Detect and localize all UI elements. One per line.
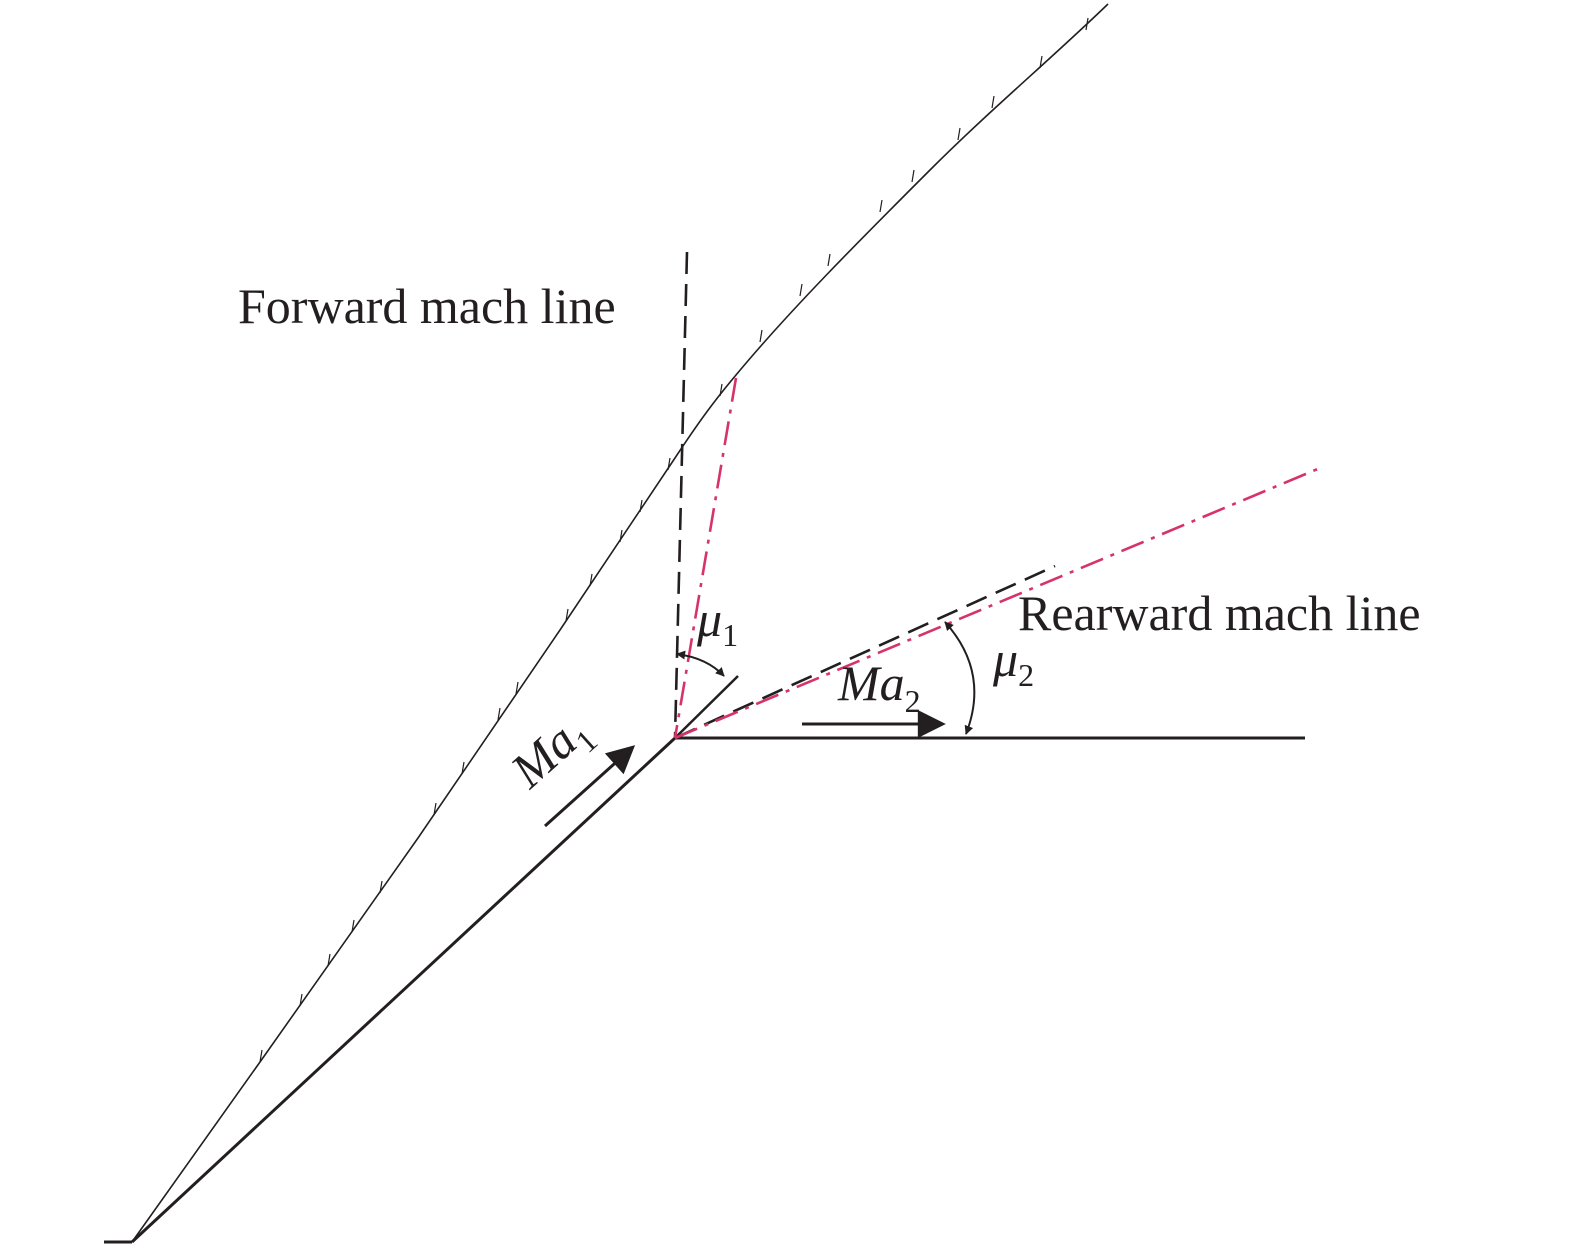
- mu1-angle-arc: [676, 650, 725, 677]
- forward-mach-line-label: Forward mach line: [238, 278, 616, 334]
- ma1-flow-arrow: [543, 745, 636, 828]
- ma2-label: Ma2: [837, 655, 921, 719]
- shock-ticks: [259, 17, 1089, 1063]
- mu1-label: μ1: [696, 591, 738, 653]
- shock-wave: [131, 3, 1109, 1243]
- rearward-mach-line-label: Rearward mach line: [1018, 585, 1421, 641]
- mu2-angle-arc: [944, 621, 976, 735]
- mu2-label: μ2: [992, 631, 1034, 693]
- forward-mach-line: [673, 251, 689, 739]
- wedge-surface: [130, 736, 677, 1244]
- rearward-mach-line: [674, 564, 1056, 740]
- rearward-mach-line-accent: [674, 466, 1321, 740]
- forward-mach-line-accent: [673, 377, 738, 739]
- wedge-extension: [674, 675, 739, 739]
- ma1-label: Ma1: [499, 701, 604, 805]
